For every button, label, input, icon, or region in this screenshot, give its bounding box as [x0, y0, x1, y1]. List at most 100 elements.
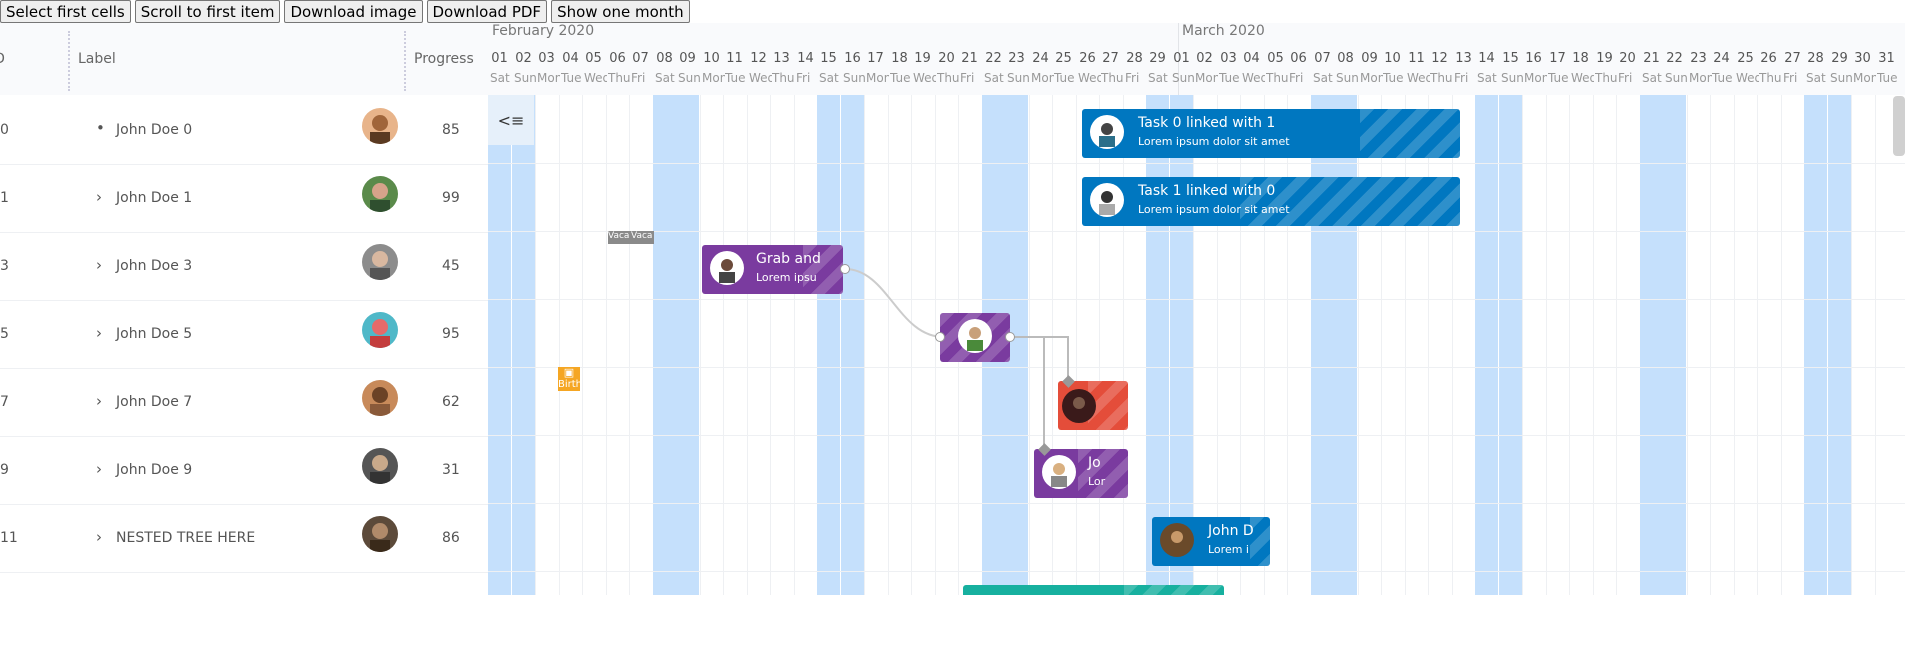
task-bar[interactable]	[940, 313, 1010, 362]
select-first-cells-button[interactable]: Select first cells	[0, 0, 131, 23]
day-column[interactable]	[559, 95, 582, 595]
day-column[interactable]	[1569, 95, 1592, 595]
day-column[interactable]	[1546, 95, 1569, 595]
day-column[interactable]	[1099, 95, 1122, 595]
day-column[interactable]	[1264, 95, 1287, 595]
day-column[interactable]	[1475, 95, 1498, 595]
row-id: 11	[0, 530, 18, 546]
link-handle[interactable]	[840, 264, 850, 274]
day-column[interactable]	[1828, 95, 1851, 595]
day-column[interactable]	[488, 95, 511, 595]
day-name: Sat	[1806, 71, 1826, 85]
day-name: Sat	[819, 71, 839, 85]
row-divider	[488, 435, 1905, 436]
day-column[interactable]	[582, 95, 605, 595]
task-bar[interactable]: Task 1 linked with 0 Lorem ipsum dolor s…	[1082, 177, 1460, 226]
chevron-right-icon[interactable]: ›	[96, 188, 102, 206]
day-column[interactable]	[1804, 95, 1827, 595]
day-column[interactable]	[1452, 95, 1475, 595]
column-resizer[interactable]	[68, 31, 70, 91]
day-column[interactable]	[794, 95, 817, 595]
collapse-list-button[interactable]: <≡	[488, 95, 534, 145]
header-progress[interactable]: Progress	[414, 51, 474, 67]
day-column[interactable]	[1593, 95, 1616, 595]
day-column[interactable]	[1640, 95, 1663, 595]
header-label[interactable]: Label	[78, 51, 116, 67]
day-column[interactable]	[1687, 95, 1710, 595]
list-row[interactable]: 7 › John Doe 7 62	[0, 368, 488, 437]
download-image-button[interactable]: Download image	[284, 0, 423, 23]
task-bar[interactable]	[1058, 381, 1128, 430]
day-column[interactable]	[606, 95, 629, 595]
vertical-scrollbar[interactable]	[1893, 96, 1905, 156]
list-row[interactable]: 9 › John Doe 9 31	[0, 436, 488, 505]
day-column[interactable]	[1499, 95, 1522, 595]
task-bar[interactable]: Grab and Lorem ipsu	[702, 245, 843, 294]
list-row[interactable]: 0 • John Doe 0 85	[0, 96, 488, 165]
day-column[interactable]	[935, 95, 958, 595]
task-bar[interactable]: Jo Lor	[1034, 449, 1128, 498]
day-number: 13	[773, 51, 790, 66]
day-column[interactable]	[817, 95, 840, 595]
gantt: ID Label Progress 0 • John Doe 0 85 1 › …	[0, 23, 1905, 595]
day-column[interactable]	[864, 95, 887, 595]
task-bar[interactable]	[963, 585, 1224, 595]
day-number: 23	[1008, 51, 1025, 66]
day-column[interactable]	[1757, 95, 1780, 595]
list-row[interactable]: 3 › John Doe 3 45	[0, 232, 488, 301]
day-column[interactable]	[1358, 95, 1381, 595]
link-handle[interactable]	[935, 332, 945, 342]
list-row[interactable]: 11 › NESTED TREE HERE 86	[0, 504, 488, 573]
day-column[interactable]	[535, 95, 558, 595]
day-column[interactable]	[1287, 95, 1310, 595]
task-bar[interactable]: John D Lorem i	[1152, 517, 1270, 566]
day-column[interactable]	[747, 95, 770, 595]
day-column[interactable]	[1734, 95, 1757, 595]
day-column[interactable]	[1029, 95, 1052, 595]
day-column[interactable]	[1076, 95, 1099, 595]
day-column[interactable]	[1217, 95, 1240, 595]
day-column[interactable]	[723, 95, 746, 595]
chevron-right-icon[interactable]: ›	[96, 324, 102, 342]
day-column[interactable]	[888, 95, 911, 595]
day-column[interactable]	[1052, 95, 1075, 595]
day-column[interactable]	[841, 95, 864, 595]
day-column[interactable]	[1616, 95, 1639, 595]
list-row[interactable]: 5 › John Doe 5 95	[0, 300, 488, 369]
download-pdf-button[interactable]: Download PDF	[426, 0, 548, 23]
day-column[interactable]	[770, 95, 793, 595]
day-column[interactable]	[1240, 95, 1263, 595]
day-column[interactable]	[1381, 95, 1404, 595]
link-handle[interactable]	[1005, 332, 1015, 342]
day-column[interactable]	[1522, 95, 1545, 595]
day-column[interactable]	[653, 95, 676, 595]
show-one-month-button[interactable]: Show one month	[551, 0, 690, 23]
day-number: 19	[1596, 51, 1613, 66]
day-column[interactable]	[1663, 95, 1686, 595]
day-column[interactable]	[512, 95, 535, 595]
day-column[interactable]	[676, 95, 699, 595]
header-id[interactable]: ID	[0, 51, 5, 67]
list-row[interactable]: 1 › John Doe 1 99	[0, 164, 488, 233]
birthday-marker[interactable]: ▣ Birth	[558, 367, 580, 391]
day-column[interactable]	[1193, 95, 1216, 595]
day-column[interactable]	[1875, 95, 1898, 595]
day-column[interactable]	[1781, 95, 1804, 595]
day-column[interactable]	[911, 95, 934, 595]
chevron-right-icon[interactable]: ›	[96, 460, 102, 478]
day-column[interactable]	[1405, 95, 1428, 595]
day-column[interactable]	[700, 95, 723, 595]
column-resizer[interactable]	[404, 31, 406, 91]
day-column[interactable]	[1123, 95, 1146, 595]
scroll-to-first-item-button[interactable]: Scroll to first item	[134, 0, 281, 23]
chevron-right-icon[interactable]: ›	[96, 528, 102, 546]
task-bar[interactable]: Task 0 linked with 1 Lorem ipsum dolor s…	[1082, 109, 1460, 158]
day-number: 28	[1126, 51, 1143, 66]
day-column[interactable]	[629, 95, 652, 595]
day-column[interactable]	[1710, 95, 1733, 595]
day-column[interactable]	[1851, 95, 1874, 595]
day-column[interactable]	[1428, 95, 1451, 595]
avatar	[362, 312, 398, 348]
chevron-right-icon[interactable]: ›	[96, 256, 102, 274]
chevron-right-icon[interactable]: ›	[96, 392, 102, 410]
